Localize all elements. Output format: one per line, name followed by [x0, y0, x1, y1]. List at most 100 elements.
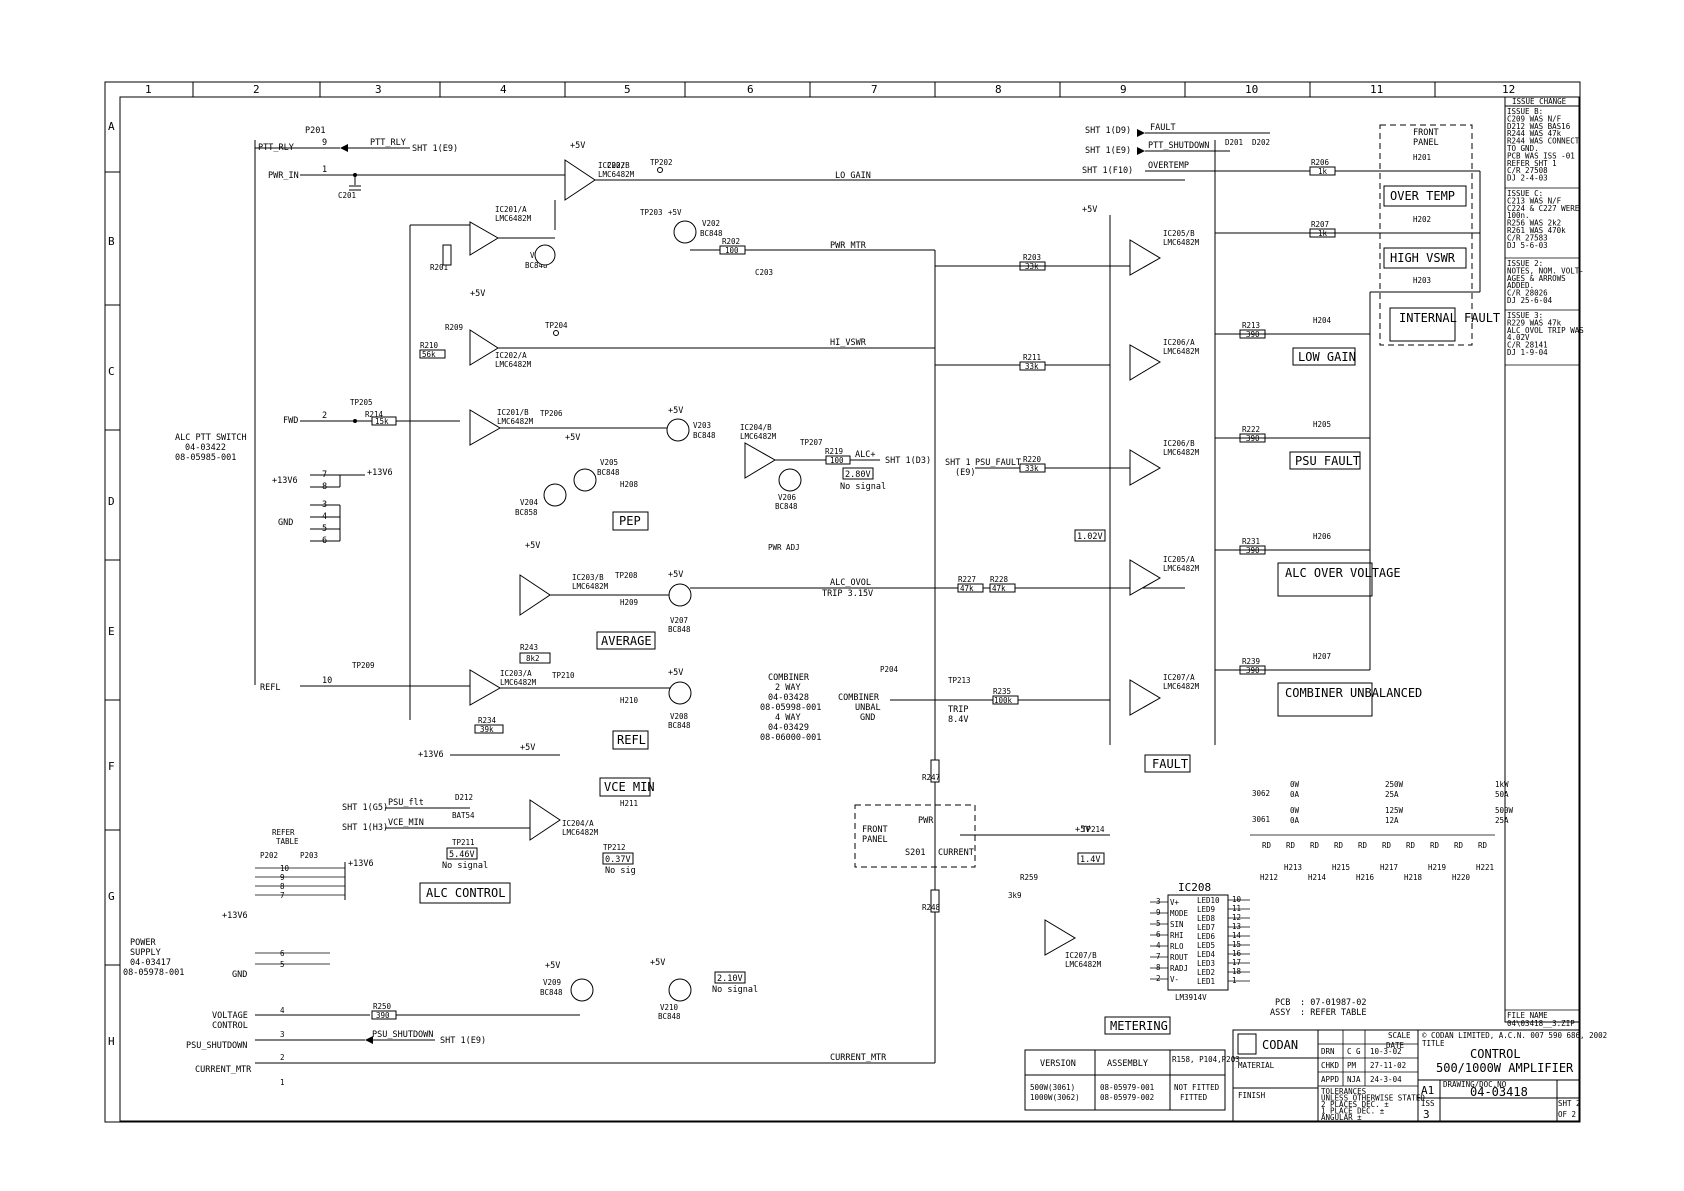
iss-value: 3: [1423, 1108, 1430, 1121]
led-ref: H213: [1284, 863, 1302, 872]
issue-note-line: DJ 25-6-04: [1507, 296, 1553, 305]
led-rd-label: RD: [1334, 841, 1344, 850]
indicator-label: VCE MIN: [604, 780, 655, 794]
ic208-pin-name: LED5: [1197, 941, 1215, 950]
ic208-pin-name: LED7: [1197, 923, 1215, 932]
ic-ref: IC202/B: [598, 161, 630, 170]
material-label: MATERIAL: [1238, 1061, 1275, 1070]
indicator-label: REFL: [617, 733, 646, 747]
ic208-pin-name: LED3: [1197, 959, 1215, 968]
ic208-pin-name: LED10: [1197, 896, 1220, 905]
resistor-value: 47k: [960, 584, 974, 593]
front-panel-led-dashed: [1379, 124, 1473, 346]
net-lo-gain: LO_GAIN: [835, 171, 871, 181]
plus5v: +5V: [668, 570, 683, 580]
led-scale-label: 12A: [1385, 816, 1399, 825]
column-label: 11: [1370, 83, 1383, 96]
column-label: 12: [1502, 83, 1515, 96]
issue-note-line: REFER SHT 1: [1507, 159, 1557, 168]
led-scale-label: 0A: [1290, 816, 1300, 825]
codan-logo-mark: [1237, 1033, 1257, 1055]
front-panel-text: FRONT: [1413, 128, 1439, 138]
transistor-part: BC848: [775, 502, 798, 511]
tolerance-line: ANGULAR ±: [1321, 1113, 1362, 1122]
net-ptt-rly-2: PTT_RLY: [370, 138, 406, 148]
voltage-note: No signal: [442, 861, 488, 871]
column-label: 6: [747, 83, 754, 96]
ic208-pin-name: SIN: [1170, 920, 1184, 929]
issue-note-line: C/R 27508: [1507, 166, 1548, 175]
led-ref: H221: [1476, 863, 1494, 872]
indicator-ref: H202: [1413, 215, 1431, 224]
vce-min-dest: SHT 1(H3): [342, 823, 388, 833]
voltage-note: 5.46V: [449, 850, 475, 860]
ic208-pin-name: ROUT: [1170, 953, 1189, 962]
issue-note-line: DJ 1-9-04: [1507, 348, 1548, 357]
plus5v: +5V: [565, 433, 580, 443]
ic208-pin-name: LED6: [1197, 932, 1216, 941]
resistor-ref: R207: [1311, 220, 1329, 229]
tolerance-line: TOLERANCES: [1321, 1087, 1367, 1096]
plus5v: +5V: [545, 961, 560, 971]
indicator-ref: H208: [620, 480, 639, 489]
trip-note: TRIP: [948, 705, 968, 715]
issue-note-line: R261 WAS 470k: [1507, 226, 1566, 235]
column-label: 9: [1120, 83, 1127, 96]
sheet-of: OF 2: [1558, 1110, 1576, 1119]
ic-part: LMC6482M: [1163, 347, 1200, 356]
transistor-ref: V206: [778, 493, 797, 502]
issue-note-line: ISSUE 3:: [1507, 311, 1543, 320]
issue-note-line: ISSUE C:: [1507, 189, 1543, 198]
pin-number: 10: [322, 676, 332, 686]
issue-note-line: R229 WAS 47k: [1507, 318, 1562, 327]
resistor-ref: R206: [1311, 158, 1330, 167]
ic206a-opamp: [1129, 344, 1161, 381]
row-label: G: [108, 890, 115, 903]
low-gain-box: [1292, 347, 1356, 366]
version-header: ASSEMBLY: [1107, 1059, 1148, 1069]
alc-control-label: ALC CONTROL: [426, 886, 505, 900]
ic208-part: LM3914V: [1175, 993, 1207, 1002]
row-label: A: [108, 120, 115, 133]
ic-ref: IC203/A: [500, 669, 532, 678]
led-ref: H215: [1332, 863, 1350, 872]
ic-part: LMC6482M: [740, 432, 777, 441]
net-pwr-mtr: PWR_MTR: [830, 241, 867, 251]
net-alc-ovol: ALC_OVOL: [830, 578, 871, 588]
plus13v6-rail: +13V6: [418, 750, 444, 760]
combiner-note: 08-05998-001: [760, 703, 821, 713]
combiner-note: 2 WAY: [775, 683, 801, 693]
transistor-ref: V208: [670, 712, 689, 721]
resistor-ref: R210: [420, 341, 439, 350]
internal-fault-box: [1389, 307, 1456, 342]
pin-number: 2: [322, 411, 327, 421]
led-scale-label: 0A: [1290, 790, 1300, 799]
led-scale-label: 0W: [1290, 780, 1300, 789]
title-block-role: DRN: [1321, 1047, 1335, 1056]
net-psu-shutdown: PSU_SHUTDOWN: [372, 1030, 433, 1040]
ps-gnd: GND: [232, 970, 247, 980]
tp-label: TP209: [352, 661, 375, 670]
title-block-role: CHKD: [1321, 1061, 1340, 1070]
column-label: 10: [1245, 83, 1258, 96]
plus13v6: +13V6: [348, 859, 374, 869]
file-name-label: FILE NAME: [1507, 1011, 1548, 1020]
ic205a-opamp: [1129, 559, 1161, 596]
ic204b-opamp: [744, 442, 776, 479]
tp-label: TP206: [540, 409, 563, 418]
issue-note-line: C/R 27583: [1507, 233, 1548, 242]
front-panel-switch: R247 R248 FRONT PANEL PWR S201 CURRENT +…: [838, 250, 1110, 1063]
ic201b-opamp: [469, 409, 501, 446]
high-vswr-box: [1383, 247, 1467, 269]
ic208-pin-name: MODE: [1170, 909, 1189, 918]
indicator-label: AVERAGE: [601, 634, 652, 648]
plus5v: +5V: [520, 743, 535, 753]
resistor-ref: R259: [1020, 873, 1038, 882]
resistor-ref: R209: [445, 323, 463, 332]
led-rd-label: RD: [1286, 841, 1296, 850]
pin-number: 7: [280, 891, 285, 900]
title-block-initials: C G: [1347, 1047, 1361, 1056]
transistor-part: BC858: [515, 508, 538, 517]
resistor-ref: R235: [993, 687, 1011, 696]
